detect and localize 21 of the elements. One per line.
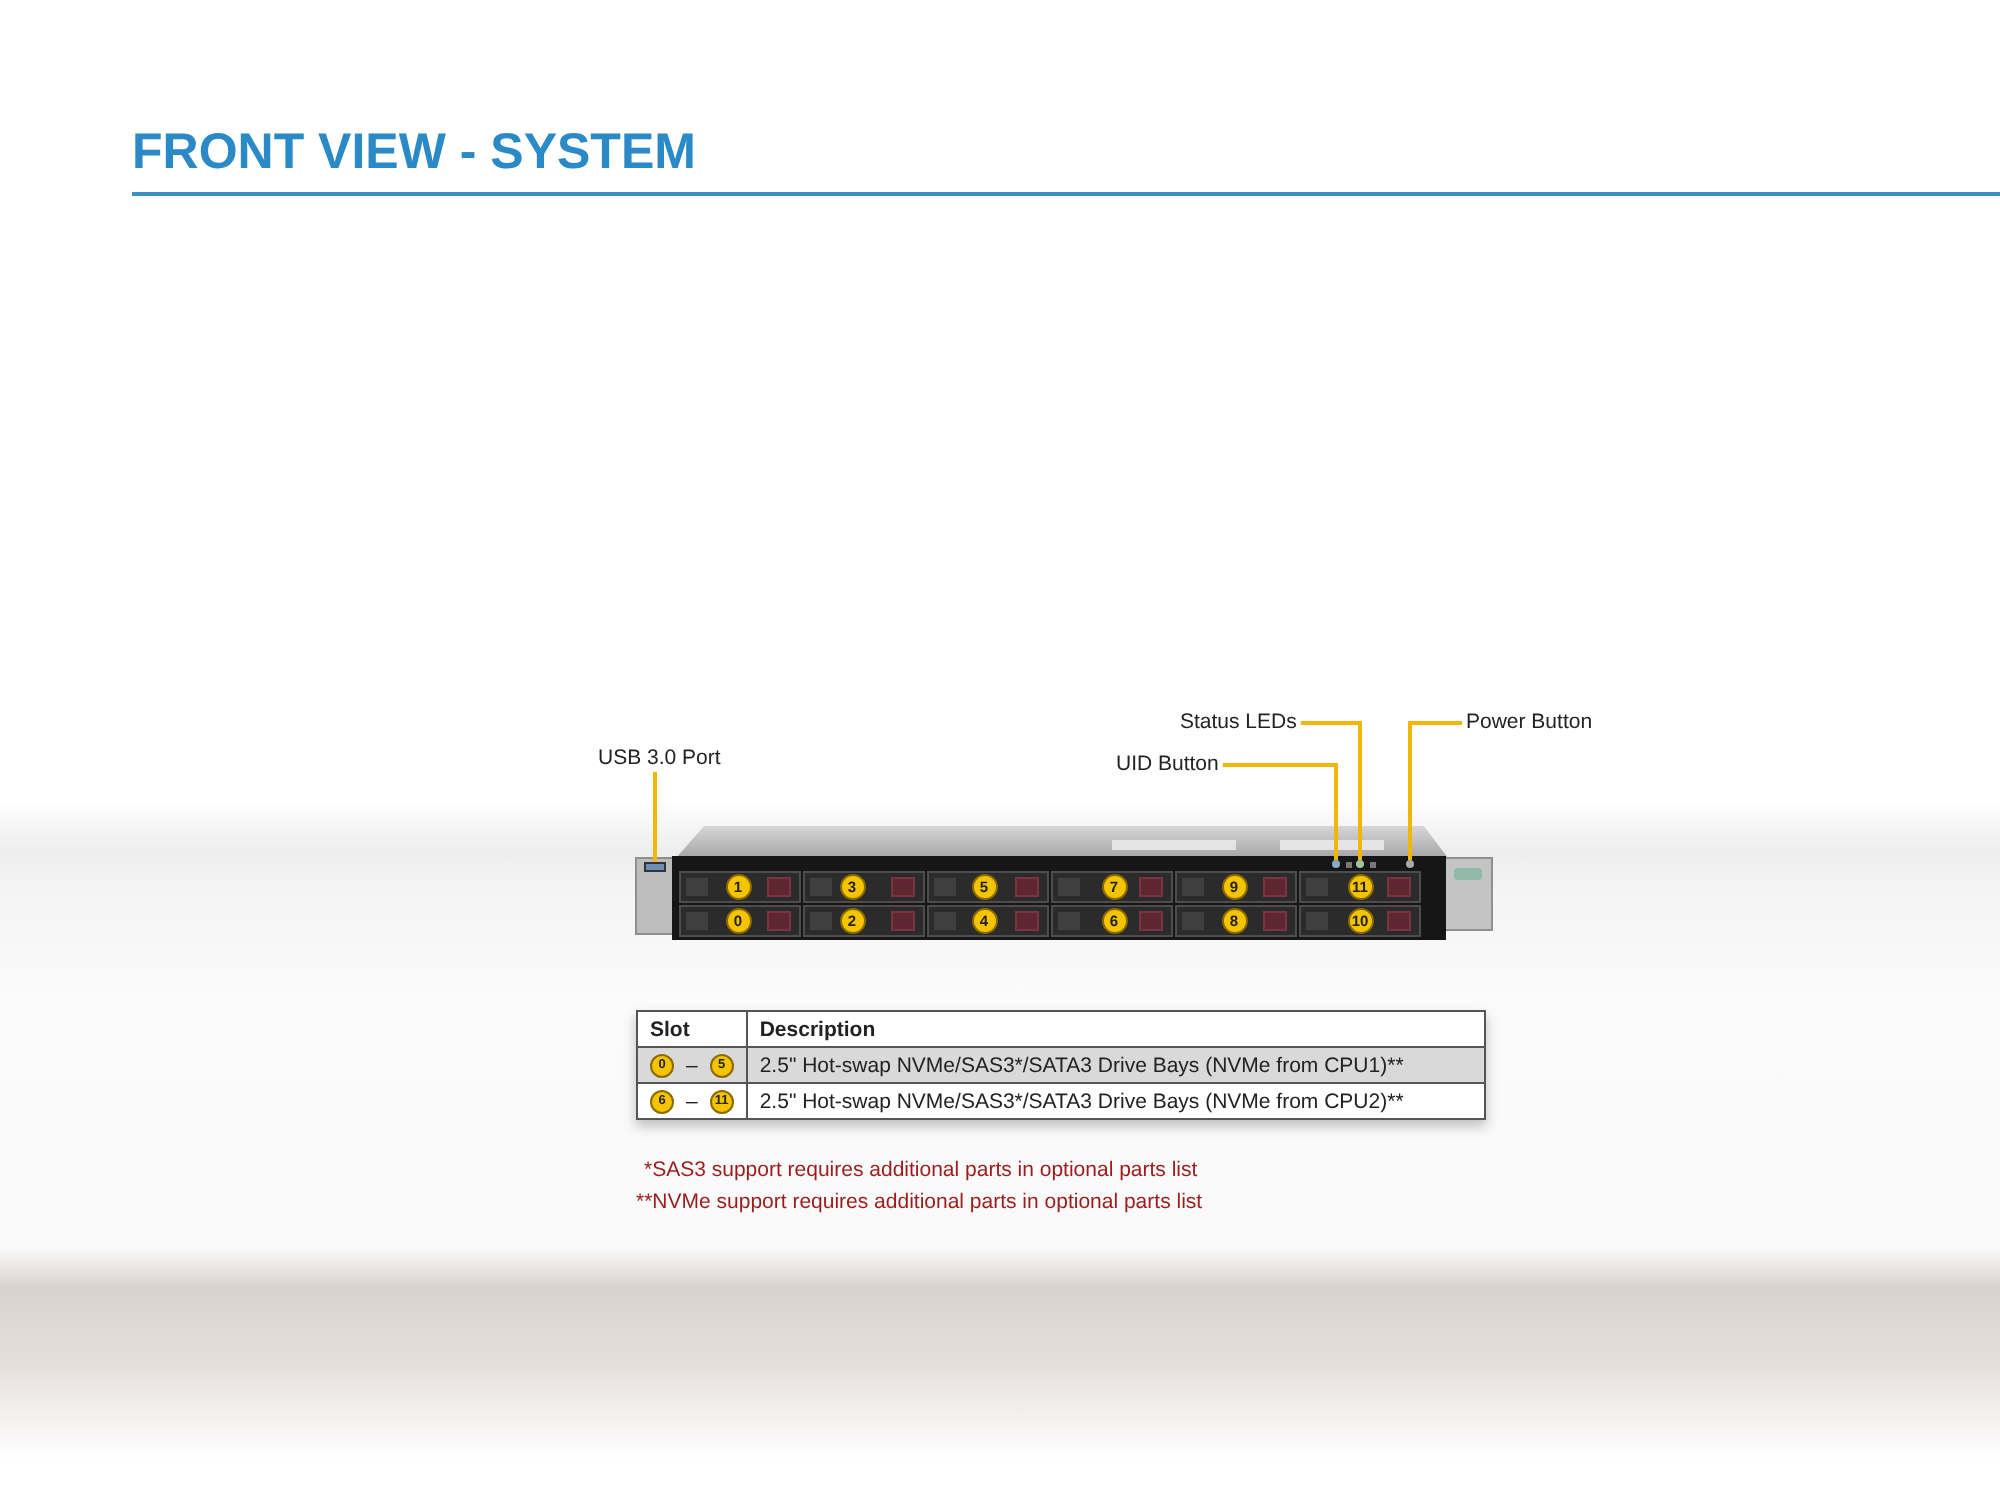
power-button (1406, 860, 1414, 868)
footnote: **NVMe support requires additional parts in optional parts list (636, 1190, 1203, 1214)
usb-port (644, 862, 666, 872)
column-header: Slot (637, 1011, 747, 1047)
range-dash: – (686, 1089, 698, 1113)
leader-line (1300, 721, 1362, 860)
column-header: Description (746, 1011, 1485, 1047)
callout-label: Power Button (1462, 710, 1597, 736)
description-cell: 2.5" Hot-swap NVMe/SAS3*/SATA3 Drive Bays (NVMe from CPU1)** (746, 1047, 1485, 1083)
callout-label: UID Button (1112, 752, 1223, 778)
callout-label: USB 3.0 Port (594, 746, 725, 772)
leader-line (653, 772, 657, 862)
footnote: *SAS3 support requires additional parts in optional parts list (644, 1158, 1198, 1182)
callout-label: Status LEDs (1176, 710, 1301, 736)
status-led (1356, 860, 1364, 868)
uid-button (1332, 860, 1340, 868)
description-cell: 2.5" Hot-swap NVMe/SAS3*/SATA3 Drive Bays (NVMe from CPU2)** (746, 1083, 1485, 1119)
leader-line (1222, 763, 1338, 860)
range-dash: – (686, 1053, 698, 1077)
page-title: FRONT VIEW - SYSTEM (132, 122, 696, 184)
leader-line (1408, 721, 1462, 860)
